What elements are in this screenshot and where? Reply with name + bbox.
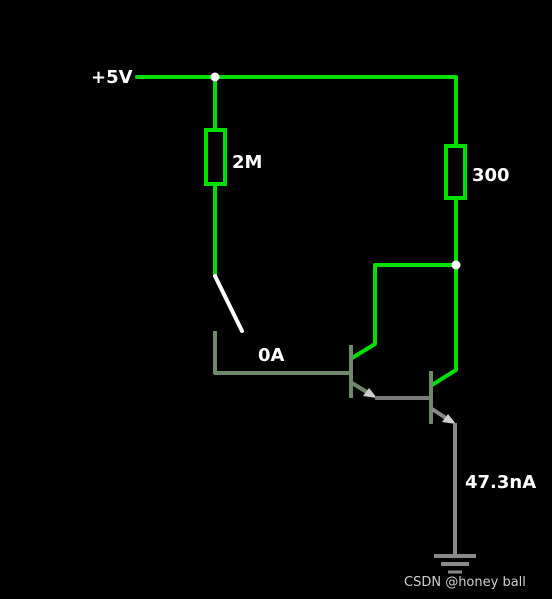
collector-wiring: [350, 263, 458, 387]
resistor-2m: [204, 128, 227, 186]
base-current-label: 0A: [258, 345, 285, 366]
resistor-300: [444, 144, 467, 200]
q1-emitter-arrow: [363, 388, 377, 398]
r2-branch: [444, 144, 467, 265]
r1-branch: [204, 77, 227, 276]
r2-label: 300: [472, 165, 510, 186]
q2-emitter-arrow: [442, 414, 456, 424]
emitter-current-label: 47.3nA: [465, 472, 536, 493]
node-dot-collector: [451, 260, 461, 270]
switch: [213, 274, 244, 333]
base-wiring: [213, 331, 352, 375]
r1-label: 2M: [232, 152, 262, 173]
node-dot-supply: [210, 72, 220, 82]
transistor-q2: [429, 371, 456, 424]
supply-label: +5V: [91, 67, 133, 88]
transistor-q1: [349, 345, 377, 398]
ground-symbol: [434, 554, 476, 574]
watermark: CSDN @honey ball: [404, 575, 526, 590]
supply-rail: [135, 75, 458, 146]
